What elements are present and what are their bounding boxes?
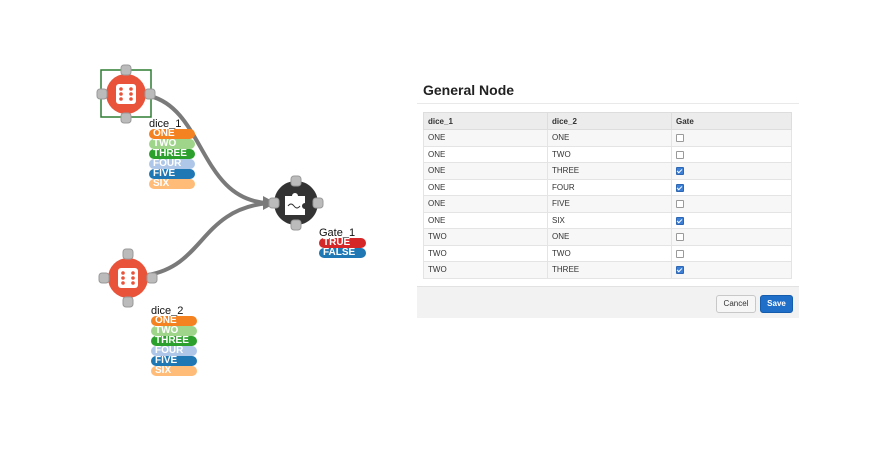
handle-right[interactable] bbox=[312, 197, 324, 209]
gate-checkbox[interactable] bbox=[676, 249, 684, 258]
cell-dice-1: TWO bbox=[423, 228, 548, 246]
handle-top[interactable] bbox=[120, 64, 132, 76]
cell-dice-2: ONE bbox=[547, 129, 672, 147]
state-chip: ONE bbox=[151, 316, 197, 326]
state-chip: TRUE bbox=[319, 238, 366, 248]
state-chip: THREE bbox=[149, 149, 195, 159]
cell-gate bbox=[671, 211, 792, 229]
cell-dice-2: ONE bbox=[547, 228, 672, 246]
cell-gate bbox=[671, 261, 792, 279]
dice-icon bbox=[116, 84, 136, 104]
cell-dice-2: THREE bbox=[547, 162, 672, 180]
table-header-row: dice_1 dice_2 Gate bbox=[423, 112, 792, 130]
node-dice-1[interactable] bbox=[96, 64, 156, 124]
dice-icon bbox=[118, 268, 138, 288]
cell-dice-2: FIVE bbox=[547, 195, 672, 213]
cell-dice-1: ONE bbox=[423, 145, 548, 163]
column-header-dice-2: dice_2 bbox=[547, 112, 672, 130]
puzzle-icon bbox=[285, 193, 305, 215]
state-chip: FIVE bbox=[151, 356, 197, 366]
handle-left[interactable] bbox=[268, 197, 280, 209]
panel-footer: Cancel Save bbox=[417, 286, 799, 318]
state-chip: ONE bbox=[149, 129, 195, 139]
node-label-dice-1: dice_1 bbox=[149, 118, 182, 130]
cell-gate bbox=[671, 145, 792, 163]
save-button[interactable]: Save bbox=[760, 295, 793, 313]
gate-checkbox[interactable] bbox=[676, 183, 684, 192]
gate-checkbox[interactable] bbox=[676, 167, 684, 176]
state-chip: FIVE bbox=[149, 169, 195, 179]
state-chip: FOUR bbox=[149, 159, 195, 169]
handle-right[interactable] bbox=[144, 88, 156, 100]
cell-dice-1: ONE bbox=[423, 195, 548, 213]
handle-top[interactable] bbox=[290, 175, 302, 187]
state-chip: SIX bbox=[151, 366, 197, 376]
state-chip: FALSE bbox=[319, 248, 366, 258]
cell-dice-1: TWO bbox=[423, 244, 548, 262]
cell-dice-2: SIX bbox=[547, 211, 672, 229]
cell-dice-2: TWO bbox=[547, 145, 672, 163]
handle-bottom[interactable] bbox=[290, 219, 302, 231]
handle-top[interactable] bbox=[122, 248, 134, 260]
panel-title: General Node bbox=[423, 82, 515, 98]
cell-dice-1: TWO bbox=[423, 261, 548, 279]
gate-checkbox[interactable] bbox=[676, 233, 684, 242]
gate-checkbox[interactable] bbox=[676, 266, 684, 275]
state-chip: TWO bbox=[149, 139, 195, 149]
state-chip: FOUR bbox=[151, 346, 197, 356]
node-gate-1[interactable] bbox=[268, 175, 324, 231]
column-header-dice-1: dice_1 bbox=[423, 112, 548, 130]
cell-dice-1: ONE bbox=[423, 211, 548, 229]
state-chip: SIX bbox=[149, 179, 195, 189]
cell-gate bbox=[671, 244, 792, 262]
handle-right[interactable] bbox=[146, 272, 158, 284]
handle-left[interactable] bbox=[98, 272, 110, 284]
cell-gate bbox=[671, 228, 792, 246]
handle-left[interactable] bbox=[96, 88, 108, 100]
state-chip: TWO bbox=[151, 326, 197, 336]
cell-dice-2: THREE bbox=[547, 261, 672, 279]
cell-gate bbox=[671, 178, 792, 196]
cell-dice-1: ONE bbox=[423, 178, 548, 196]
cell-dice-1: ONE bbox=[423, 162, 548, 180]
node-label-gate-1: Gate_1 bbox=[319, 227, 356, 239]
column-header-gate: Gate bbox=[671, 112, 792, 130]
state-chip: THREE bbox=[151, 336, 197, 346]
node-dice-2[interactable] bbox=[98, 248, 158, 308]
handle-bottom[interactable] bbox=[120, 112, 132, 124]
cell-dice-1: ONE bbox=[423, 129, 548, 147]
cell-gate bbox=[671, 162, 792, 180]
edge-dice2-gate[interactable] bbox=[147, 201, 269, 277]
gate-checkbox[interactable] bbox=[676, 150, 684, 159]
gate-checkbox[interactable] bbox=[676, 216, 684, 225]
cell-dice-2: TWO bbox=[547, 244, 672, 262]
divider bbox=[417, 103, 799, 104]
cell-gate bbox=[671, 195, 792, 213]
cell-gate bbox=[671, 129, 792, 147]
gate-checkbox[interactable] bbox=[676, 200, 684, 209]
handle-bottom[interactable] bbox=[122, 296, 134, 308]
gate-checkbox[interactable] bbox=[676, 134, 684, 143]
cancel-button[interactable]: Cancel bbox=[716, 295, 756, 313]
edge-dice1-gate[interactable] bbox=[149, 94, 269, 205]
node-label-dice-2: dice_2 bbox=[151, 305, 184, 317]
cell-dice-2: FOUR bbox=[547, 178, 672, 196]
